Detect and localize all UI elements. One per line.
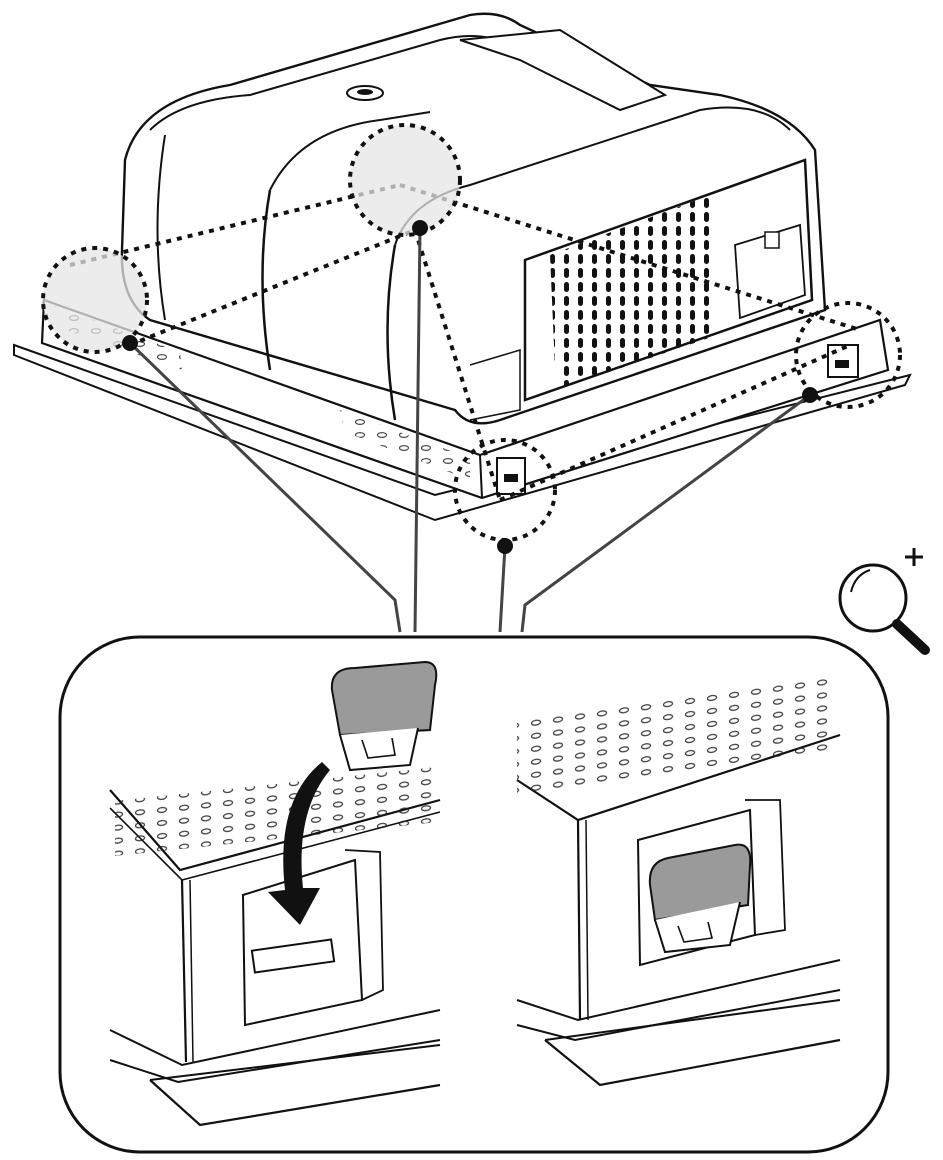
callout-top-center (348, 123, 462, 237)
mounting-clip (330, 660, 438, 772)
callout-top-left (41, 246, 149, 354)
insert-arrow-icon (268, 762, 330, 925)
detail-before (109, 660, 441, 1127)
seated-clip (648, 843, 752, 954)
leader-lines (128, 227, 811, 633)
panel-bezel (13, 343, 912, 522)
bottom-clip-slot (496, 457, 526, 495)
callout-right (794, 301, 902, 409)
device-illustration (13, 12, 912, 522)
leader-dots (122, 220, 818, 554)
detail-after (516, 672, 841, 1087)
callout-circles (41, 123, 902, 542)
zoom-in-icon (838, 548, 930, 655)
alignment-lines (69, 183, 861, 502)
